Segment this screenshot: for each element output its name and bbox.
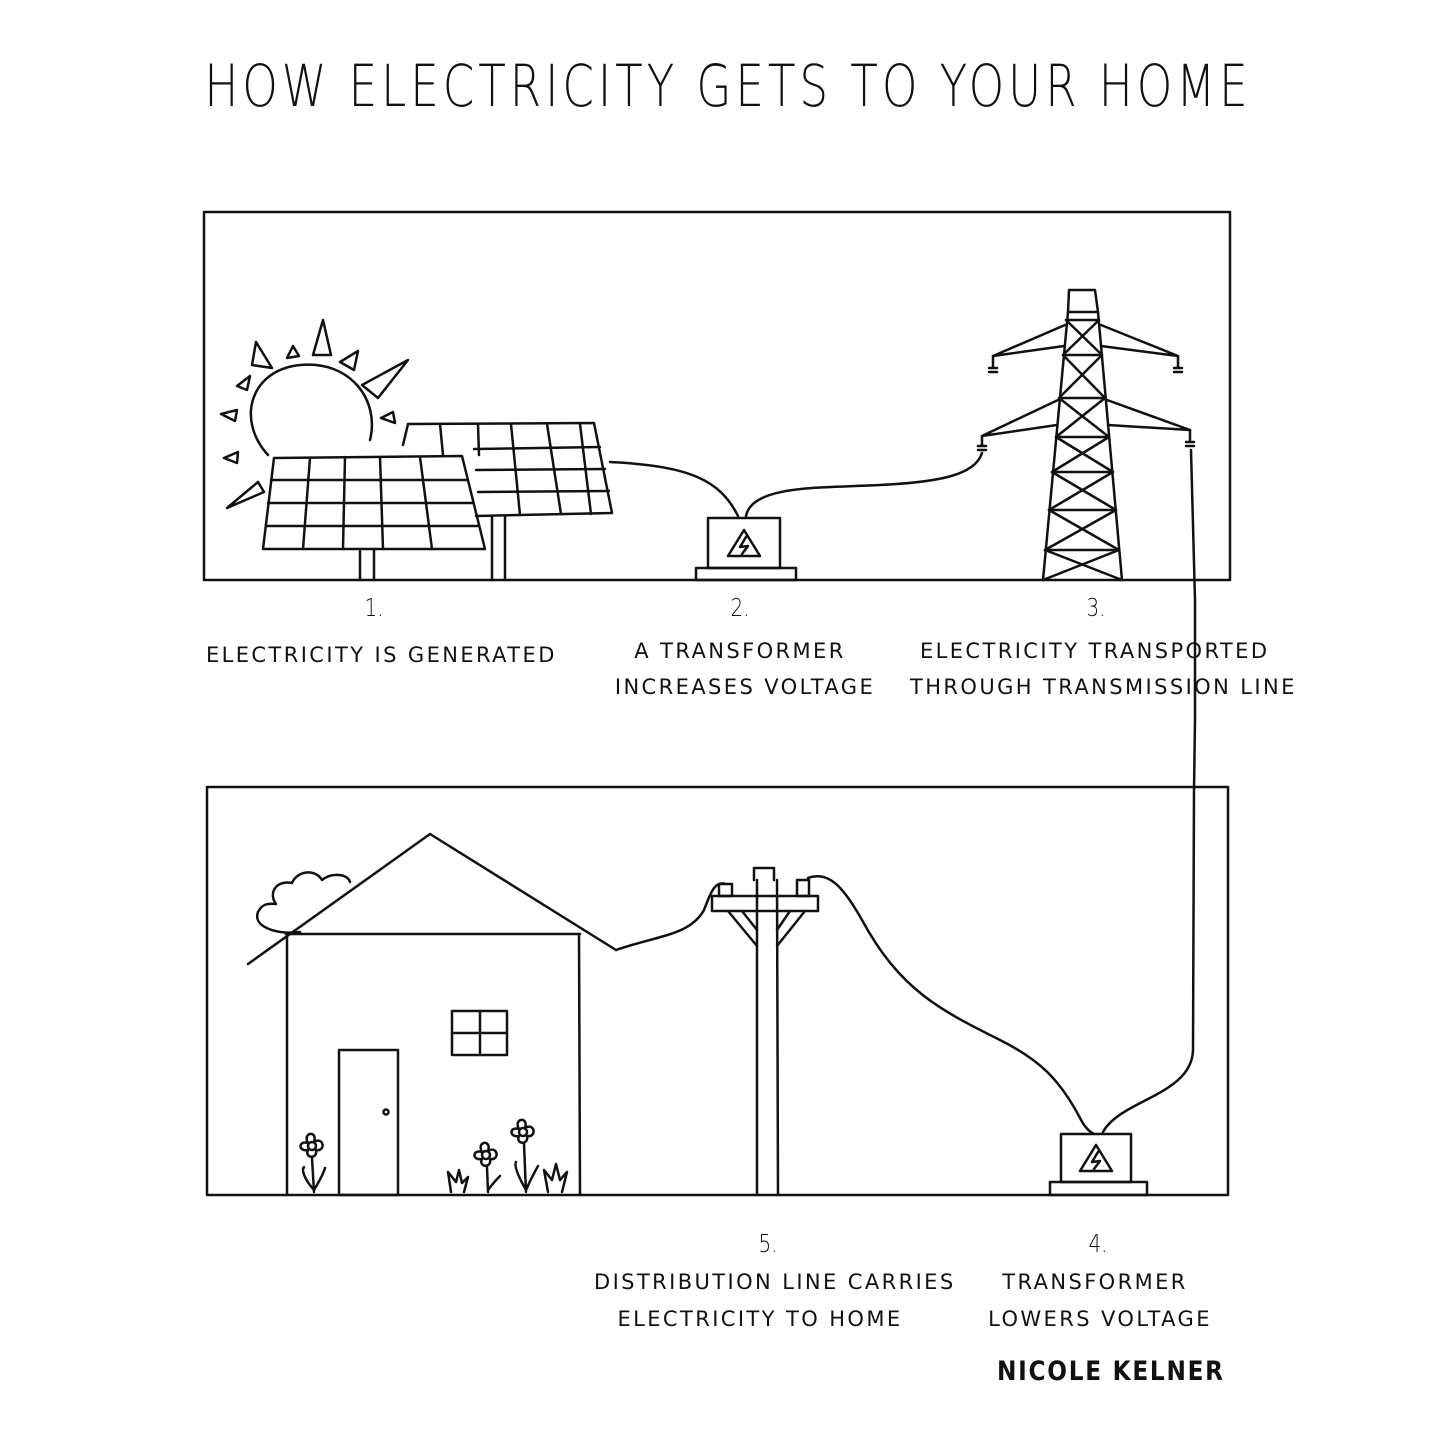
- step-5-label-line2: ELECTRICITY TO HOME: [617, 1307, 903, 1331]
- utility-pole: [710, 866, 820, 1197]
- wire-transformer-to-tower: [744, 451, 984, 518]
- bottom-panel-frame: [205, 785, 1230, 1197]
- step-3-label-line2: THROUGH TRANSMISSION LINE: [910, 675, 1297, 699]
- transmission-line: [1101, 448, 1197, 1134]
- step-3-number: 3.: [1086, 593, 1106, 622]
- bush-icon: [255, 871, 352, 934]
- page-title: HOW ELECTRICITY GETS TO YOUR HOME: [204, 52, 1252, 120]
- step-4-label-line1: TRANSFORMER: [1002, 1270, 1188, 1294]
- solar-panel-rear: [401, 421, 614, 582]
- transformer-step-up: [694, 516, 798, 582]
- step-5-number: 5.: [758, 1229, 778, 1258]
- grass-icon: [446, 1162, 569, 1194]
- step-4-number: 4.: [1088, 1229, 1108, 1258]
- flower-icon: [299, 1132, 327, 1194]
- wire-panel-to-transformer: [608, 460, 740, 518]
- transmission-tower: [976, 288, 1196, 582]
- house-icon: [246, 832, 618, 1197]
- flower-icon: [510, 1118, 540, 1194]
- solar-panel-front: [261, 454, 487, 582]
- author-signature: NICOLE KELNER: [997, 1356, 1225, 1387]
- step-1-label: ELECTRICITY IS GENERATED: [206, 643, 557, 667]
- transformer-step-down: [1048, 1132, 1149, 1197]
- house-door: [337, 1048, 400, 1197]
- distribution-line-home: [614, 882, 728, 952]
- flower-icon: [473, 1141, 502, 1194]
- step-3-label-line1: ELECTRICITY TRANSPORTED: [920, 639, 1270, 663]
- step-2-label-line1: A TRANSFORMER: [634, 639, 846, 663]
- step-2-label-line2: INCREASES VOLTAGE: [614, 675, 876, 699]
- distribution-line-pole: [806, 875, 1096, 1136]
- step-5-label-line1: DISTRIBUTION LINE CARRIES: [594, 1270, 956, 1294]
- sun-icon: [219, 318, 410, 510]
- step-2-number: 2.: [730, 593, 750, 622]
- step-4-label-line2: LOWERS VOLTAGE: [988, 1307, 1212, 1331]
- step-1-number: 1.: [364, 593, 384, 622]
